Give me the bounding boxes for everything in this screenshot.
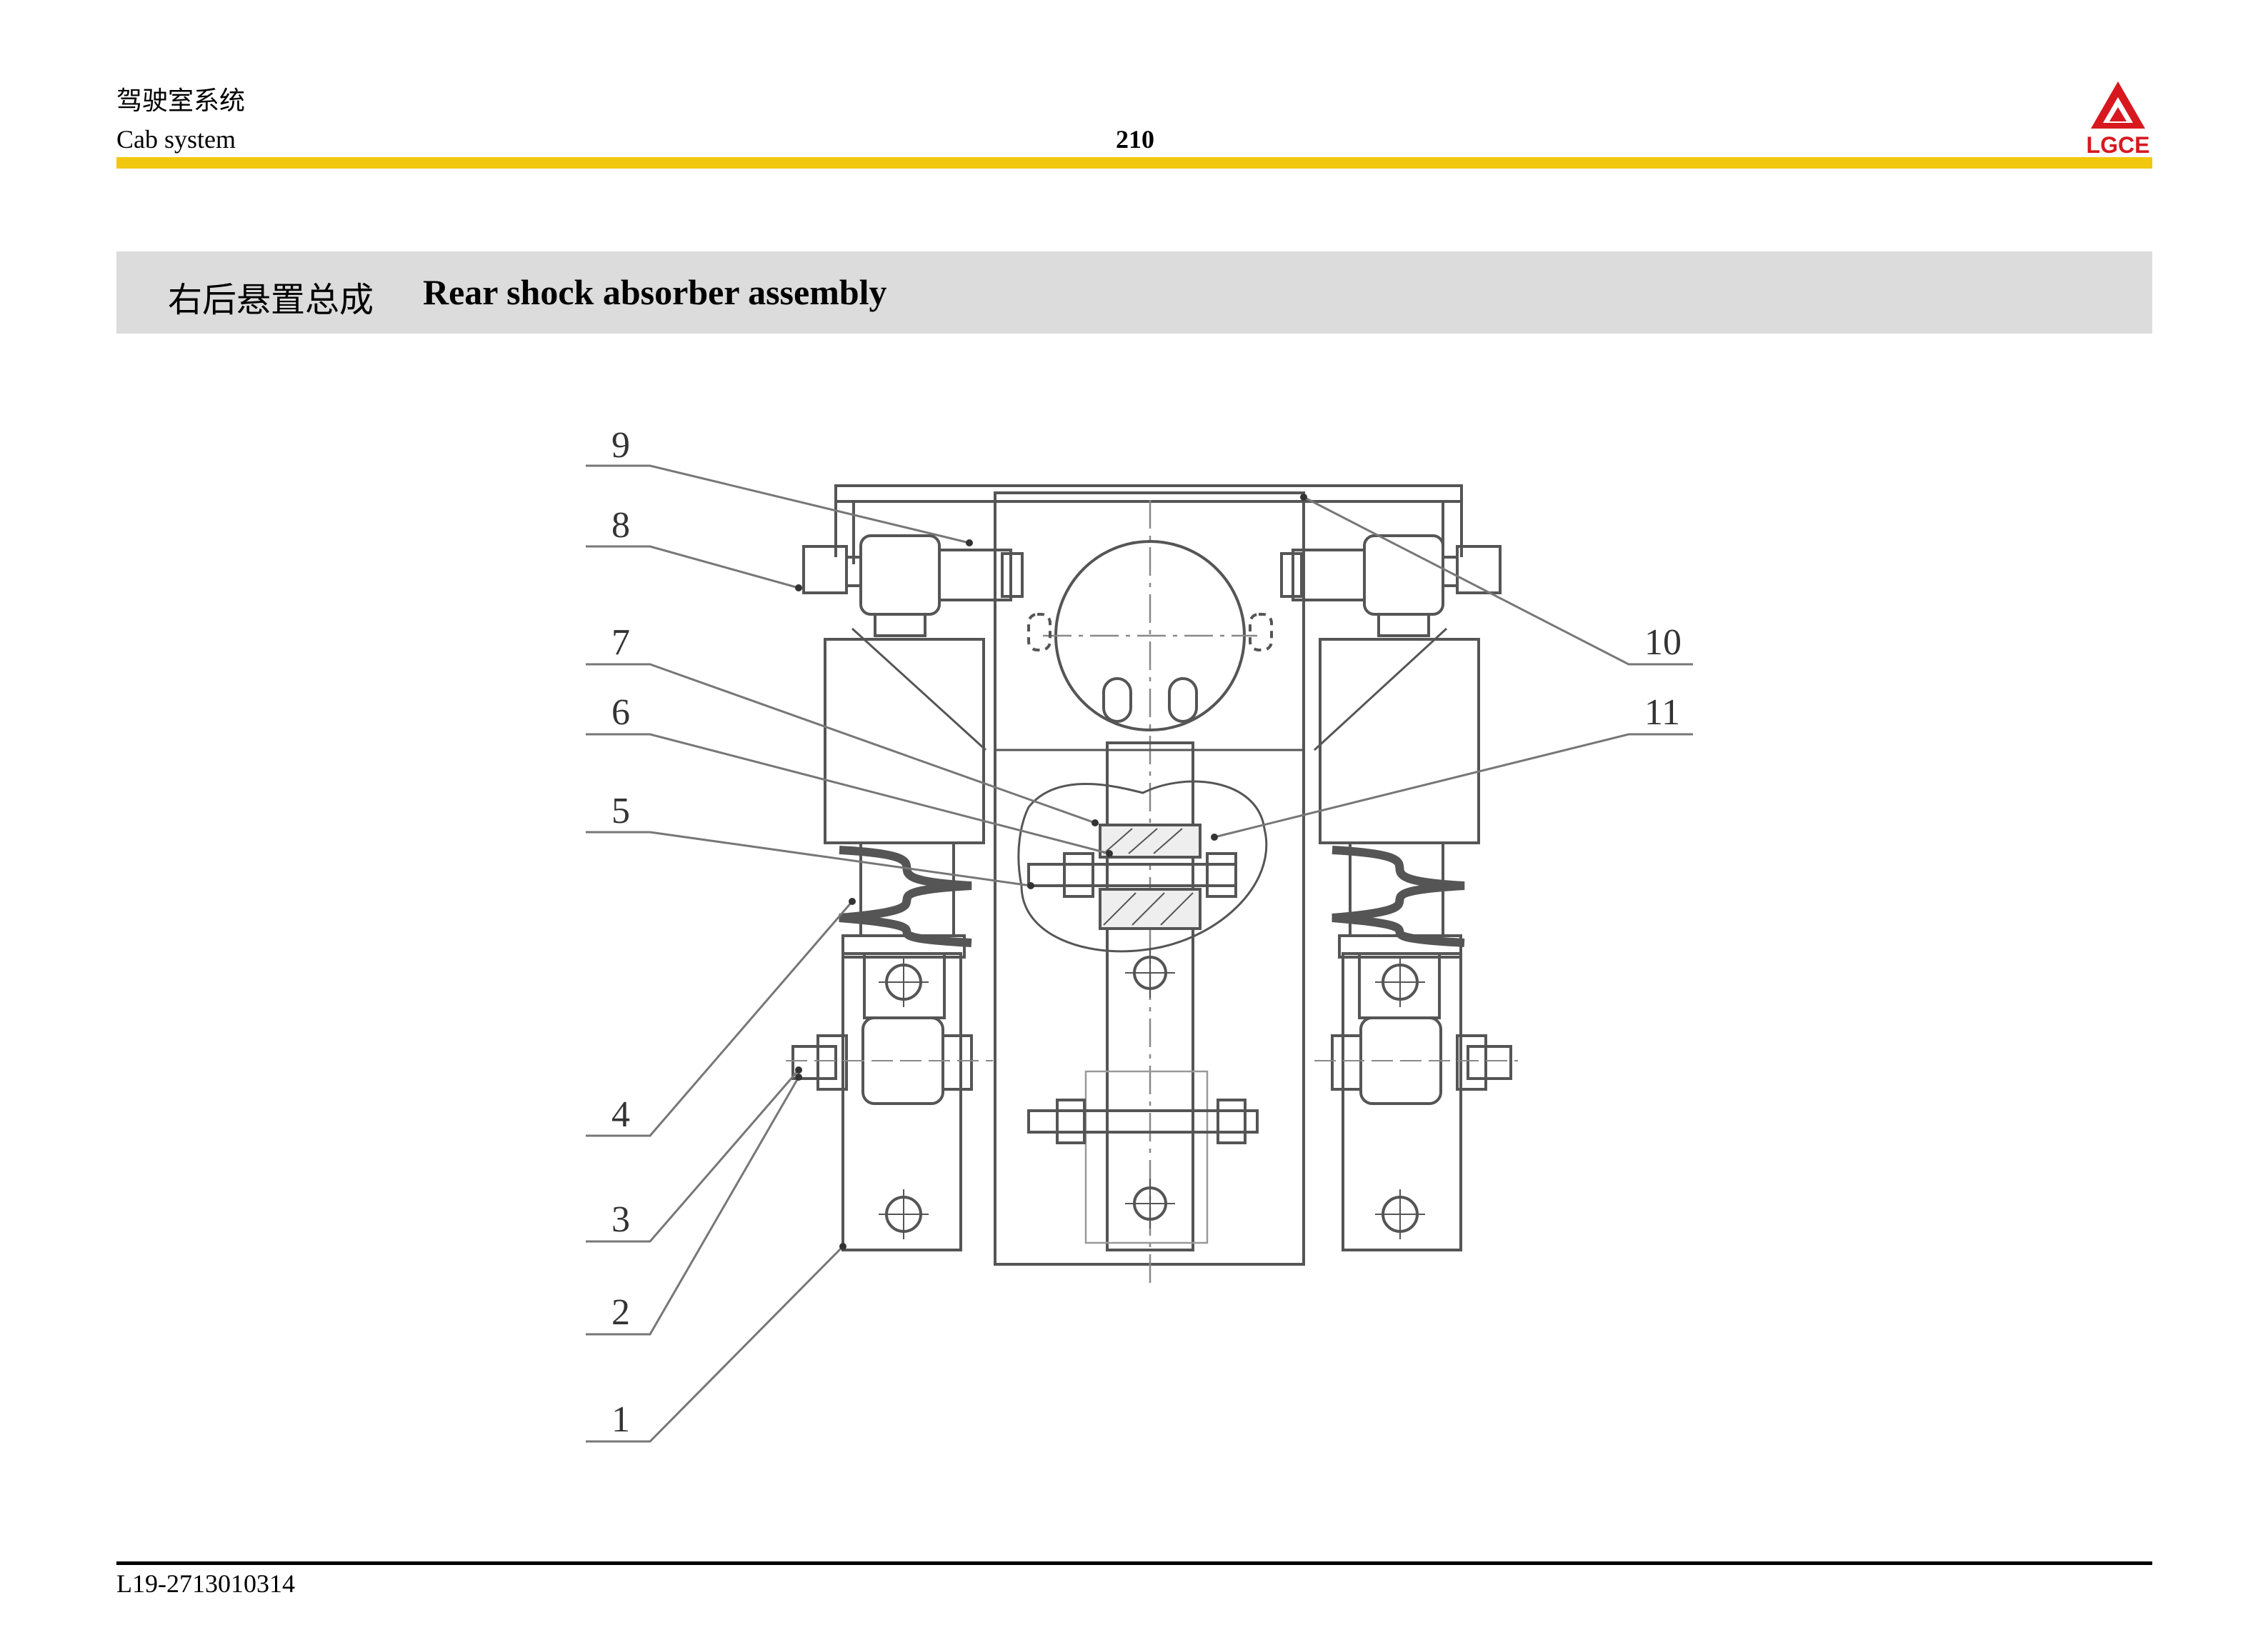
callout-6: 6 bbox=[611, 692, 630, 733]
callout-7: 7 bbox=[611, 622, 630, 663]
callout-1: 1 bbox=[611, 1399, 630, 1440]
callout-10: 10 bbox=[1644, 622, 1682, 663]
callout-3: 3 bbox=[611, 1199, 630, 1240]
leader-lines bbox=[586, 464, 1693, 1443]
callout-9: 9 bbox=[611, 425, 630, 466]
footer-rule bbox=[116, 1561, 2152, 1565]
page-number: 210 bbox=[1116, 125, 1154, 154]
header-accent-bar bbox=[116, 157, 2152, 169]
callout-8: 8 bbox=[611, 505, 630, 546]
header-section-en: Cab system bbox=[116, 125, 236, 154]
callout-11: 11 bbox=[1644, 692, 1680, 733]
callout-4: 4 bbox=[611, 1094, 630, 1135]
header-section-cn: 驾驶室系统 bbox=[116, 86, 246, 116]
title-band bbox=[116, 251, 2152, 334]
lgce-logo: LGCE bbox=[2087, 81, 2150, 158]
page-title-cn: 右后悬置总成 bbox=[168, 280, 374, 320]
callout-2: 2 bbox=[611, 1292, 630, 1333]
page-title-en: Rear shock absorber assembly bbox=[423, 272, 887, 312]
callout-5: 5 bbox=[611, 791, 630, 831]
document-code: L19-2713010314 bbox=[116, 1569, 295, 1598]
svg-text:LGCE: LGCE bbox=[2087, 132, 2150, 158]
